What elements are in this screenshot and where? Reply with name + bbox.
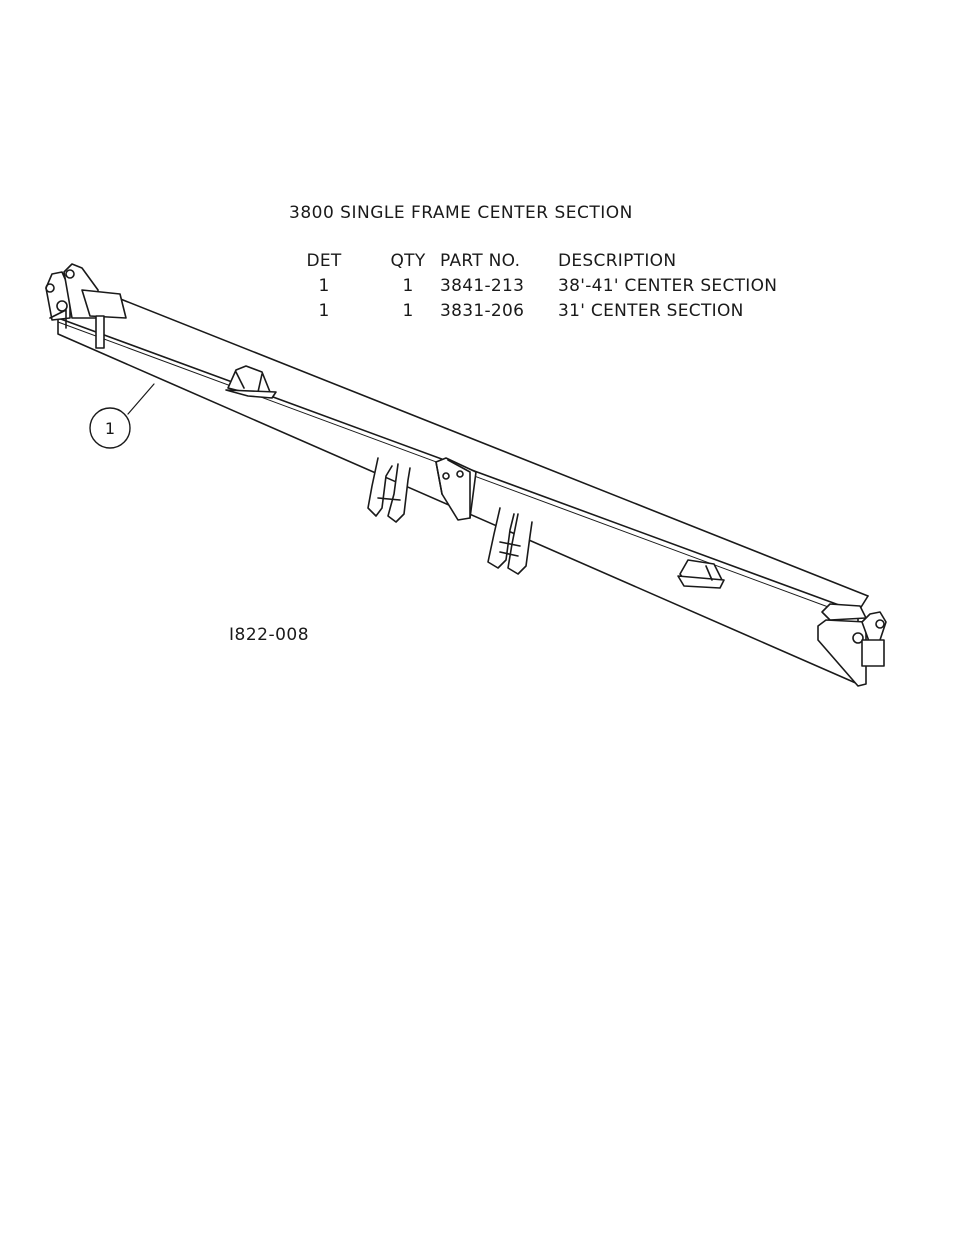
center-hinge-plates xyxy=(436,458,476,520)
callout-label: 1 xyxy=(105,419,115,438)
drawing-number: I822-008 xyxy=(229,625,309,645)
item-callout: 1 xyxy=(90,384,154,448)
right-end-bracket xyxy=(818,604,886,686)
